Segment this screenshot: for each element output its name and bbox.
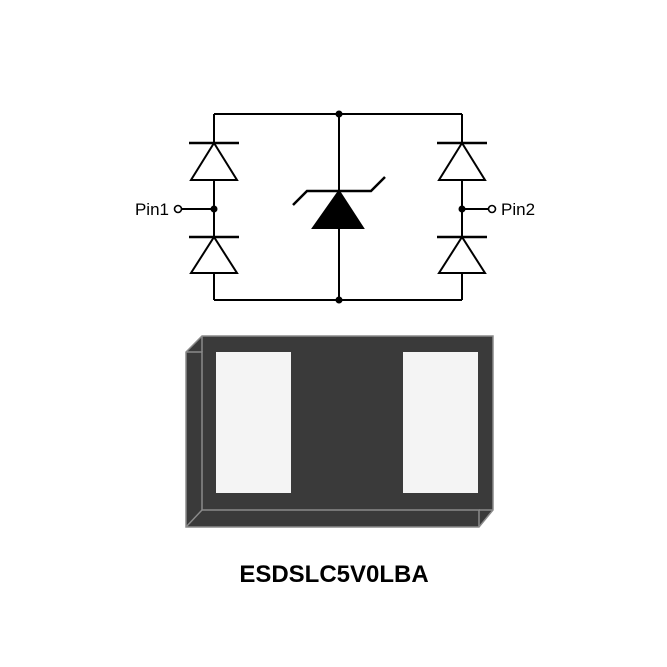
- right-lower-diode: [437, 235, 487, 274]
- part-number: ESDSLC5V0LBA: [239, 561, 428, 588]
- pin1-terminal: [173, 204, 183, 214]
- pin2-label: Pin2: [501, 200, 535, 219]
- circuit-schematic: Pin1 Pin2: [135, 110, 535, 304]
- left-lower-diode: [189, 235, 239, 274]
- pin2-terminal: [487, 204, 497, 214]
- center-tvs-diode: [292, 176, 386, 229]
- pad-pin2: [403, 352, 478, 493]
- junction-dot-bottom: [335, 296, 343, 304]
- package-bevel-left: [185, 351, 203, 528]
- pad-pin1: [216, 352, 291, 493]
- junction-dot-top: [335, 110, 343, 118]
- right-upper-diode: [437, 141, 487, 181]
- package-drawing: [185, 335, 494, 528]
- left-upper-diode: [189, 141, 239, 181]
- pin1-label: Pin1: [135, 200, 169, 219]
